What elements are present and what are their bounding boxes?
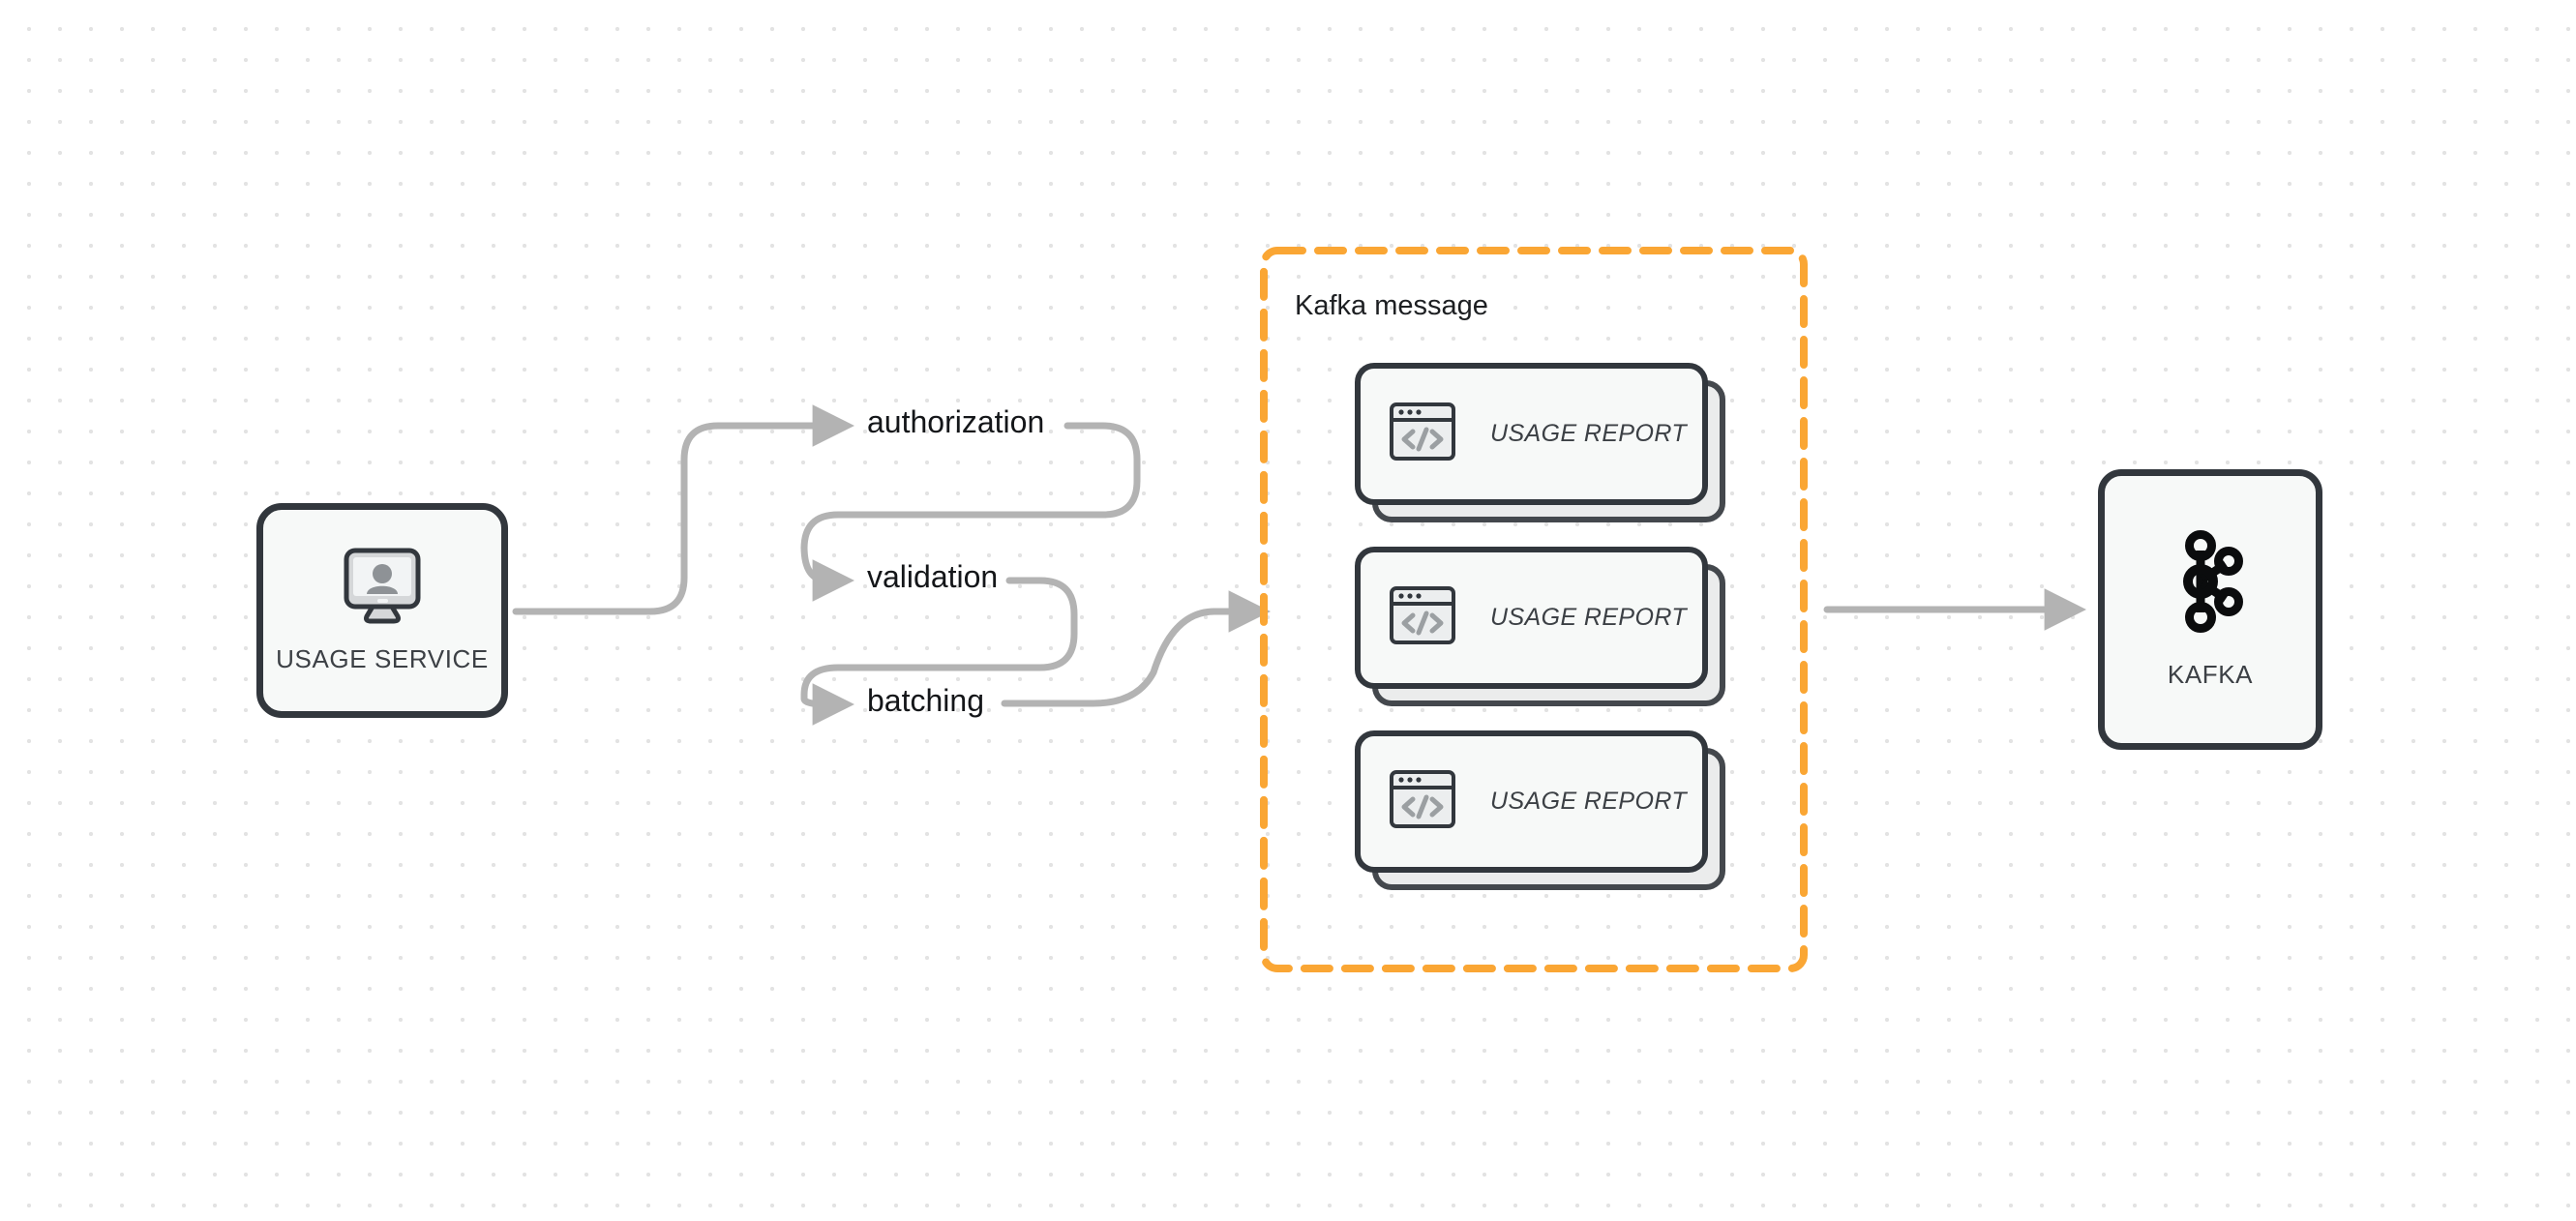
node-usage-service-label: USAGE SERVICE — [276, 644, 489, 673]
usage-report-card-front[interactable]: USAGE REPORT — [1355, 730, 1708, 873]
stage-label-authorization: authorization — [867, 404, 1045, 439]
usage-report-card[interactable]: USAGE REPORT — [1355, 730, 1725, 890]
desktop-user-monitor-icon — [341, 547, 424, 629]
connector-batching-to-kafka-message — [1001, 590, 1271, 707]
usage-report-card-label: USAGE REPORT — [1490, 420, 1687, 447]
usage-report-card-label: USAGE REPORT — [1490, 604, 1687, 631]
code-window-icon — [1388, 397, 1457, 471]
usage-report-card-front[interactable]: USAGE REPORT — [1355, 547, 1708, 689]
connector-service-to-authorization — [512, 404, 854, 615]
node-usage-service[interactable]: USAGE SERVICE — [256, 503, 508, 718]
node-kafka[interactable]: KAFKA — [2098, 469, 2322, 750]
usage-report-card[interactable]: USAGE REPORT — [1355, 547, 1725, 706]
connector-authorization-to-validation — [800, 422, 1141, 602]
usage-report-card[interactable]: USAGE REPORT — [1355, 363, 1725, 522]
apache-kafka-logo-icon — [2173, 529, 2247, 639]
stage-label-validation: validation — [867, 559, 999, 594]
code-window-icon — [1388, 764, 1457, 839]
usage-report-card-front[interactable]: USAGE REPORT — [1355, 363, 1708, 505]
kafka-message-group-title: Kafka message — [1295, 290, 1488, 321]
usage-report-card-label: USAGE REPORT — [1490, 788, 1687, 815]
code-window-icon — [1388, 581, 1457, 655]
stage-label-batching: batching — [867, 683, 984, 718]
node-kafka-label: KAFKA — [2167, 660, 2254, 689]
